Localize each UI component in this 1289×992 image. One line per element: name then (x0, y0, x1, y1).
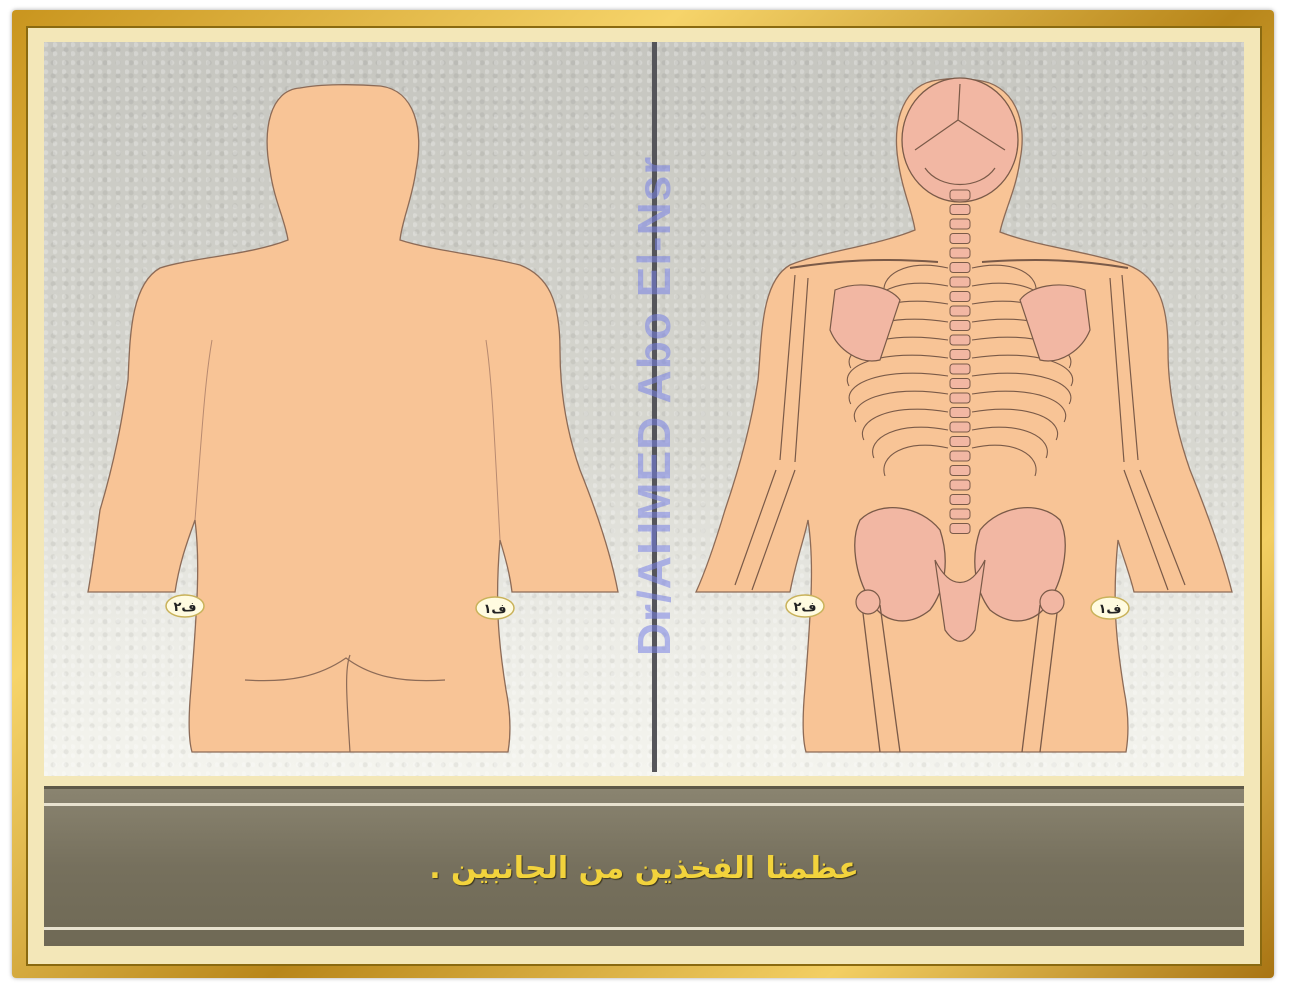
vertebra (950, 364, 970, 374)
vertebra (950, 437, 970, 447)
vertebra (950, 277, 970, 287)
svg-text:ف١: ف١ (1098, 602, 1121, 617)
vertebra (950, 422, 970, 432)
vertebra (950, 509, 970, 519)
caption-text: عظمتا الفخذين من الجانبين . (44, 851, 1244, 886)
svg-text:ف١: ف١ (483, 602, 506, 617)
vertebra (950, 306, 970, 316)
marker-left-figure-left: ف١ (476, 597, 514, 619)
vertebra (950, 219, 970, 229)
vertebra (950, 466, 970, 476)
marker-left-figure-right: ف٢ (166, 595, 204, 617)
vertebra (950, 335, 970, 345)
vertebra (950, 393, 970, 403)
vertebra (950, 248, 970, 258)
vertebra (950, 350, 970, 360)
vertebra (950, 234, 970, 244)
vertebra (950, 263, 970, 273)
svg-text:ف٢: ف٢ (793, 600, 816, 615)
caption-bar: عظمتا الفخذين من الجانبين . (44, 786, 1244, 946)
skeleton-figure (696, 78, 1232, 752)
watermark-text: Dr/AHMED Abo El-Nsr (627, 156, 681, 656)
body-silhouette (88, 85, 618, 752)
vertebra (950, 408, 970, 418)
vertebra (950, 205, 970, 215)
marker-right-figure-right: ف٢ (786, 595, 824, 617)
vertebra (950, 451, 970, 461)
marker-right-figure-left: ف١ (1091, 597, 1129, 619)
vertebra (950, 190, 970, 200)
vertebra (950, 292, 970, 302)
vertebra (950, 524, 970, 534)
vertebra (950, 480, 970, 490)
vertebra (950, 321, 970, 331)
vertebra (950, 379, 970, 389)
vertebra (950, 495, 970, 505)
svg-text:ف٢: ف٢ (173, 600, 196, 615)
